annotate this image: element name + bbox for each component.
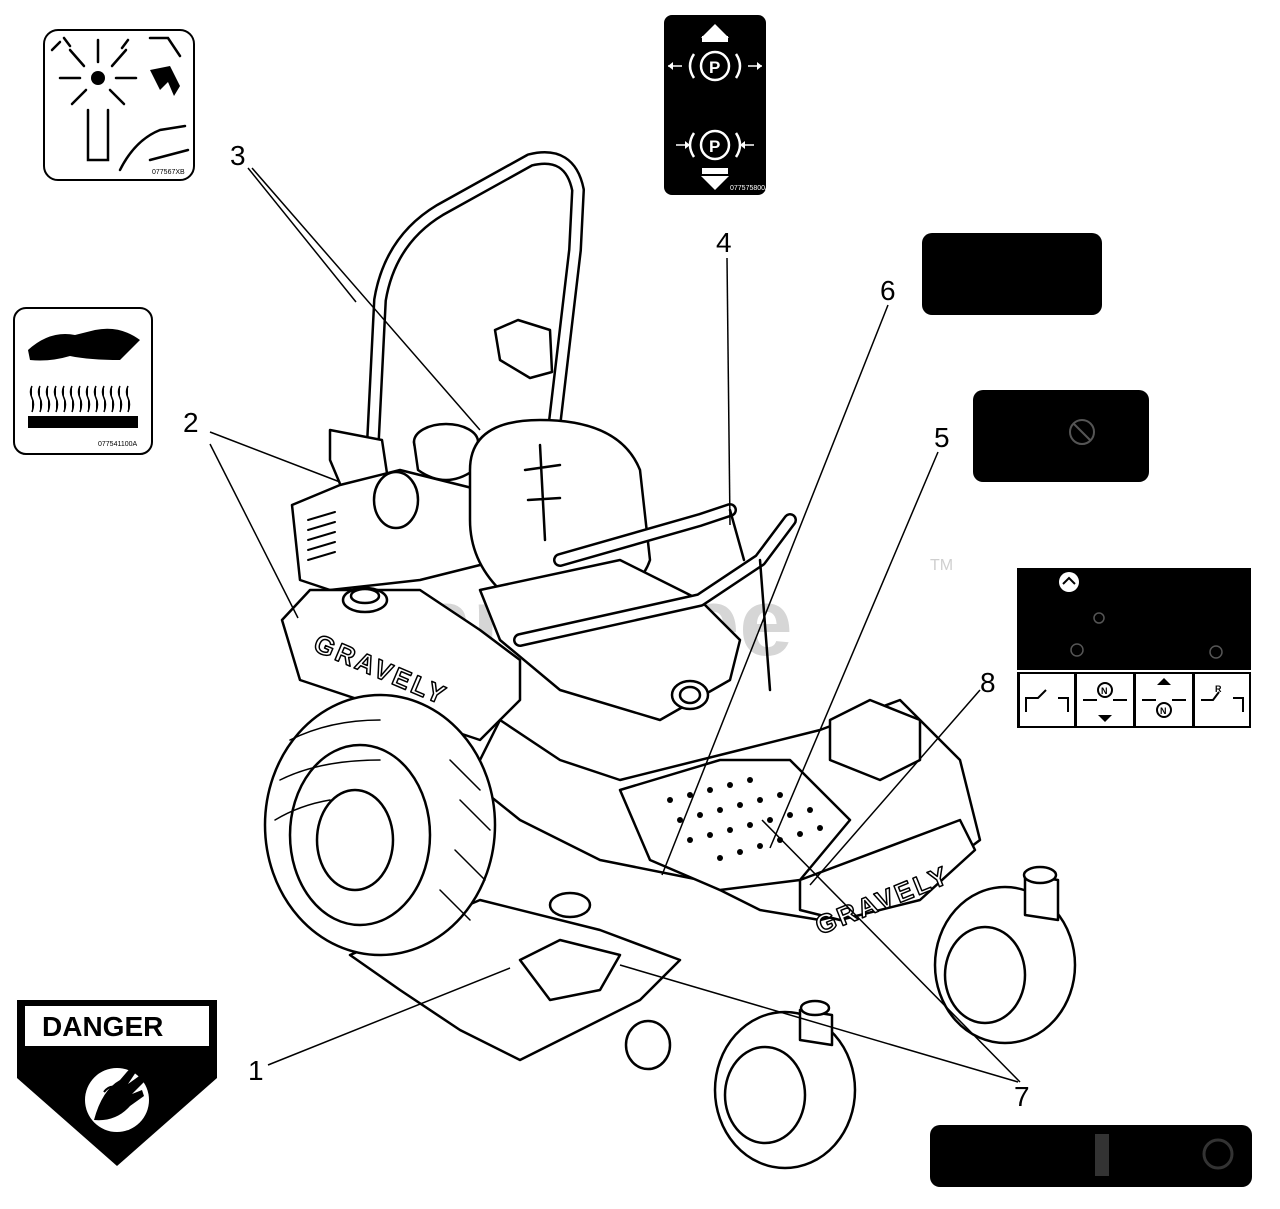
callout-1: 1	[248, 1055, 264, 1086]
decal-parking-brake: P P 077575800A	[664, 15, 770, 195]
watermark-tm: TM	[930, 557, 953, 574]
decal-black-plate-bottom	[930, 1125, 1252, 1187]
danger-label: DANGER	[42, 1011, 163, 1042]
hazard-decal-code: 077567XB	[152, 169, 185, 176]
callout-7: 7	[1014, 1081, 1030, 1112]
hot-surface-code: 077541100A	[98, 441, 138, 448]
svg-text:R: R	[1215, 684, 1222, 694]
callout-3: 3	[230, 140, 246, 171]
svg-text:P: P	[709, 137, 720, 156]
svg-text:P: P	[709, 58, 720, 77]
decal-danger: DANGER	[17, 1000, 217, 1166]
callout-6: 6	[880, 275, 896, 306]
callout-5: 5	[934, 422, 950, 453]
leader-lines	[209, 167, 1021, 1083]
svg-text:N: N	[1101, 686, 1108, 696]
svg-text:N: N	[1160, 706, 1167, 716]
decal-black-plate-upper	[922, 233, 1102, 315]
decal-black-plate-prohibition	[973, 390, 1149, 482]
callout-2: 2	[183, 407, 199, 438]
callout-8: 8	[980, 667, 996, 698]
decal-hot-surface: 077541100A	[13, 307, 153, 455]
decal-motion-control: N N R	[1017, 568, 1251, 728]
decal-hazard-hand: 077567XB	[43, 29, 195, 181]
parking-brake-code: 077575800A	[730, 185, 770, 192]
callout-4: 4	[716, 227, 732, 258]
mower-illustration: GRAVELY GRAVELY	[263, 151, 1077, 1170]
callout-numbers: 1 2 3 4 5 6 7 8	[183, 140, 1030, 1112]
